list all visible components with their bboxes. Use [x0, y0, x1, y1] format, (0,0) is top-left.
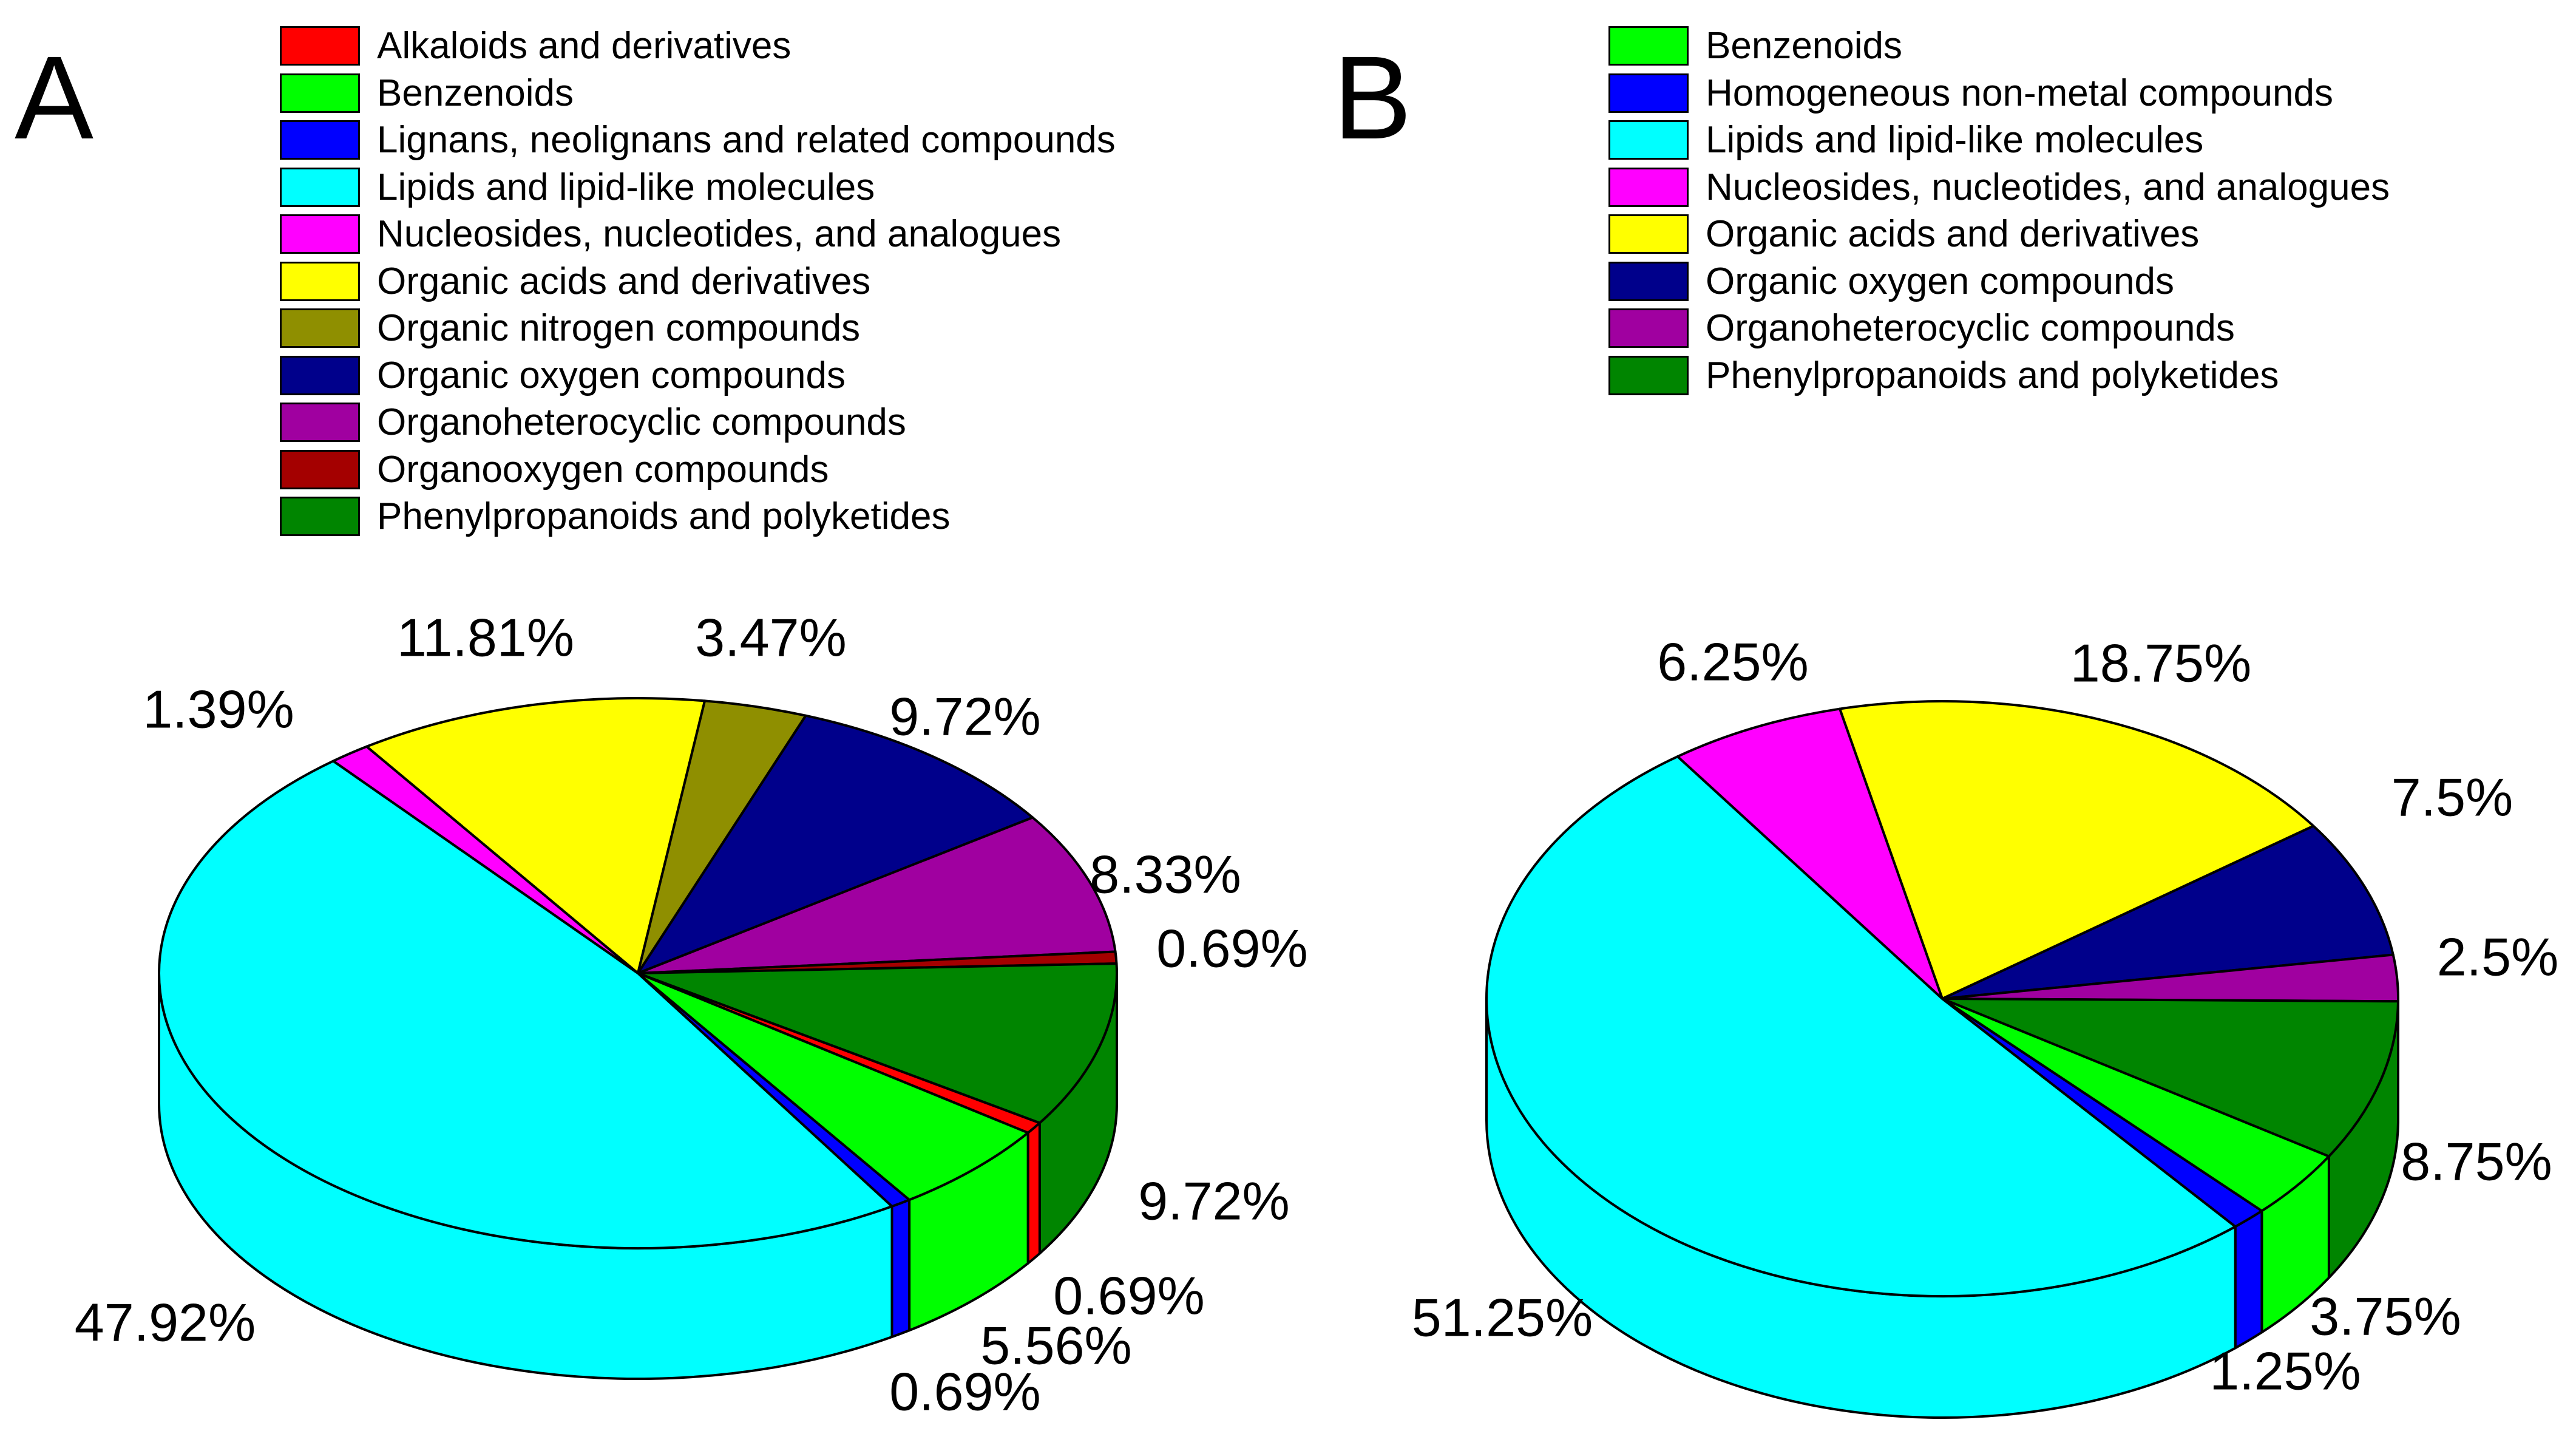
legend-swatch: [280, 308, 360, 348]
pie-slice: [637, 714, 1034, 974]
legend-item-label: Lipids and lipid-like molecules: [1706, 119, 2204, 161]
legend-item-label: Organoheterocyclic compounds: [1706, 307, 2235, 349]
percent-label: 3.75%: [2310, 1287, 2461, 1347]
legend-item: Phenylpropanoids and polyketides: [280, 495, 1116, 537]
legend-item: Organic nitrogen compounds: [280, 307, 1116, 349]
legend-item: Organic oxygen compounds: [1608, 260, 2390, 302]
legend-item-label: Phenylpropanoids and polyketides: [1706, 354, 2279, 396]
legend-item: Lipids and lipid-like molecules: [1608, 119, 2390, 161]
percent-label: 5.56%: [980, 1316, 1132, 1376]
percent-label: 6.25%: [1657, 632, 1809, 692]
legend-item: Nucleosides, nucleotides, and analogues: [280, 213, 1116, 255]
legend-item: Organic oxygen compounds: [280, 354, 1116, 396]
legend-item-label: Organoheterocyclic compounds: [377, 401, 906, 443]
legend-item-label: Lignans, neolignans and related compound…: [377, 119, 1116, 161]
panel-a-label: A: [15, 32, 94, 164]
legend-item: Organic acids and derivatives: [1608, 213, 2390, 255]
percent-label: 0.69%: [1053, 1266, 1205, 1326]
pie-slice: [1485, 755, 2237, 1297]
legend-item: Lignans, neolignans and related compound…: [280, 119, 1116, 161]
percent-label: 8.33%: [1090, 845, 1241, 905]
legend-item-label: Organic acids and derivatives: [1706, 213, 2200, 255]
legend-item-label: Organic nitrogen compounds: [377, 307, 861, 349]
percent-label: 18.75%: [2070, 633, 2251, 693]
legend-swatch: [280, 120, 360, 160]
legend-item: Organoheterocyclic compounds: [1608, 307, 2390, 349]
pie-slice: [1941, 824, 2395, 1000]
legend-swatch: [280, 26, 360, 66]
legend-item-label: Nucleosides, nucleotides, and analogues: [1706, 166, 2390, 208]
pie-slice: [637, 962, 1118, 1124]
percent-label: 51.25%: [1412, 1288, 1593, 1348]
pie-chart-b: 18.75% 7.5% 2.5% 8.75% 3.75%1.25% 51.25% 6.25%: [1412, 632, 2559, 1419]
legend-swatch: [1608, 308, 1689, 348]
pie-slice: [637, 816, 1117, 974]
legend-item: Organoheterocyclic compounds: [280, 401, 1116, 443]
legend-swatch: [1608, 355, 1689, 395]
pie-chart-a: 11.81%3.47%9.72%8.33%0.69%9.72%0.69%5.56…: [75, 608, 1308, 1422]
legend-item: Benzenoids: [280, 72, 1116, 114]
legend-item-label: Organic oxygen compounds: [377, 354, 846, 396]
legend-item-label: Organic acids and derivatives: [377, 260, 871, 302]
pie-slice-side: [1026, 1121, 1041, 1265]
percent-label: 9.72%: [889, 687, 1041, 747]
legend-swatch: [280, 355, 360, 395]
panel-b-label: B: [1333, 32, 1412, 164]
legend-item-label: Lipids and lipid-like molecules: [377, 166, 875, 208]
legend-item: Organooxygen compounds: [280, 448, 1116, 491]
legend-item: Benzenoids: [1608, 25, 2390, 67]
legend-swatch: [1608, 73, 1689, 113]
legend-swatch: [1608, 214, 1689, 254]
legend-item: Alkaloids and derivatives: [280, 25, 1116, 67]
legend-swatch: [280, 261, 360, 301]
percent-label: 7.5%: [2391, 767, 2513, 828]
legend-item-label: Benzenoids: [377, 72, 574, 114]
legend-item: Nucleosides, nucleotides, and analogues: [1608, 166, 2390, 208]
legend-item-label: Organic oxygen compounds: [1706, 260, 2175, 302]
legend-item: Lipids and lipid-like molecules: [280, 166, 1116, 208]
pie-slice: [637, 972, 1029, 1202]
percent-label: 0.69%: [1156, 919, 1308, 979]
pie-slice: [158, 760, 893, 1249]
legend-item-label: Organooxygen compounds: [377, 448, 829, 491]
legend-swatch: [280, 497, 360, 536]
pie-slice: [332, 745, 639, 974]
legend-swatch: [1608, 26, 1689, 66]
legend-item: Phenylpropanoids and polyketides: [1608, 354, 2390, 396]
pie-slice: [1839, 700, 2315, 1000]
legend-swatch: [280, 449, 360, 489]
percent-label: 9.72%: [1138, 1171, 1290, 1231]
percent-label: 47.92%: [75, 1293, 256, 1353]
legend-swatch: [280, 73, 360, 113]
legend-swatch: [1608, 167, 1689, 207]
pie-slice-side: [2234, 1209, 2263, 1350]
percent-label: 0.69%: [889, 1362, 1041, 1422]
legend-item-label: Homogeneous non-metal compounds: [1706, 72, 2333, 114]
percent-label: 1.25%: [2209, 1341, 2361, 1401]
pie-slice-side: [890, 1198, 911, 1339]
percent-label: 1.39%: [143, 679, 294, 739]
legend-swatch: [1608, 120, 1689, 160]
pie-slice: [1676, 707, 1944, 1000]
legend-item-label: Phenylpropanoids and polyketides: [377, 495, 951, 537]
pie-slice: [1941, 998, 2399, 1158]
percent-label: 11.81%: [397, 608, 574, 668]
percent-label: 2.5%: [2437, 927, 2559, 987]
pie-slice: [365, 697, 707, 974]
legend-swatch: [280, 167, 360, 207]
legend-item-label: Benzenoids: [1706, 25, 1903, 67]
legend-swatch: [280, 214, 360, 254]
legend-item: Homogeneous non-metal compounds: [1608, 72, 2390, 114]
percent-label: 3.47%: [695, 608, 847, 668]
legend-item: Organic acids and derivatives: [280, 260, 1116, 302]
legend-swatch: [1608, 261, 1689, 301]
legend-swatch: [280, 403, 360, 442]
percent-label: 8.75%: [2401, 1132, 2552, 1192]
legend-item-label: Alkaloids and derivatives: [377, 25, 791, 67]
legend-item-label: Nucleosides, nucleotides, and analogues: [377, 213, 1062, 255]
